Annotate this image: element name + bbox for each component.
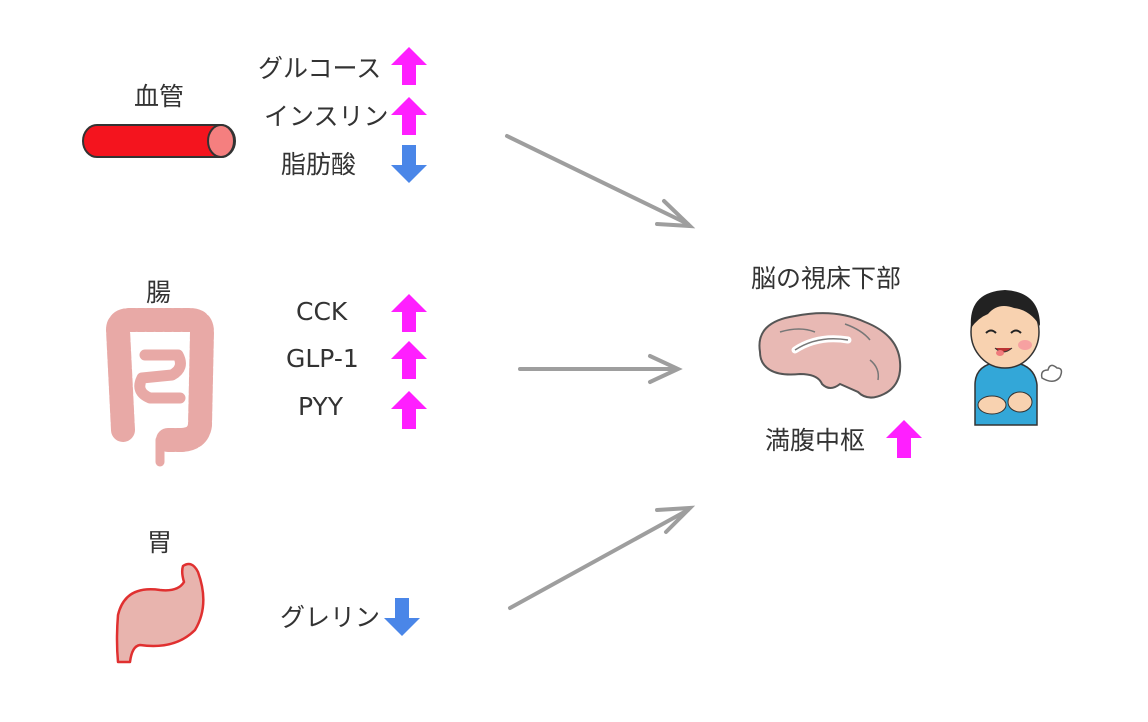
flow-arrow-vessel-head (655, 199, 696, 229)
intestine-small (134, 349, 186, 404)
signal-fatty-acid: 脂肪酸 (281, 150, 357, 179)
signal-glp1: GLP-1 (286, 344, 359, 373)
puff-icon (1040, 364, 1063, 382)
signal-glucose: グルコース (258, 54, 382, 83)
arrow-up-icon (391, 391, 427, 429)
signal-insulin: インスリン (264, 102, 389, 131)
person-body (974, 361, 1038, 426)
arrow-up-icon (391, 341, 427, 379)
arrow-down-icon (391, 145, 427, 183)
stomach-label: 胃 (147, 528, 173, 557)
person-hair (970, 290, 1040, 328)
blood-vessel-shape (82, 124, 236, 158)
arrow-up-icon (391, 294, 427, 332)
vessel-label: 血管 (134, 82, 185, 111)
arrow-down-icon (384, 598, 420, 636)
brain-title: 脳の視床下部 (751, 264, 902, 293)
flow-arrow-vessel (505, 134, 690, 226)
intestine-label: 腸 (146, 278, 172, 307)
arrow-up-icon (391, 97, 427, 135)
flow-arrow-stomach-head (655, 505, 696, 534)
flow-arrow-stomach (508, 508, 690, 610)
signal-cck: CCK (296, 297, 348, 326)
arrow-up-icon (391, 47, 427, 85)
flow-arrow-intestine-head (648, 354, 683, 384)
signal-pyy: PYY (298, 392, 344, 421)
person-head (970, 295, 1040, 369)
arrow-up-icon (886, 420, 922, 458)
intestine-colon (106, 308, 214, 452)
signal-ghrelin: グレリン (280, 603, 381, 632)
satiety-center-label: 満腹中枢 (765, 426, 866, 455)
